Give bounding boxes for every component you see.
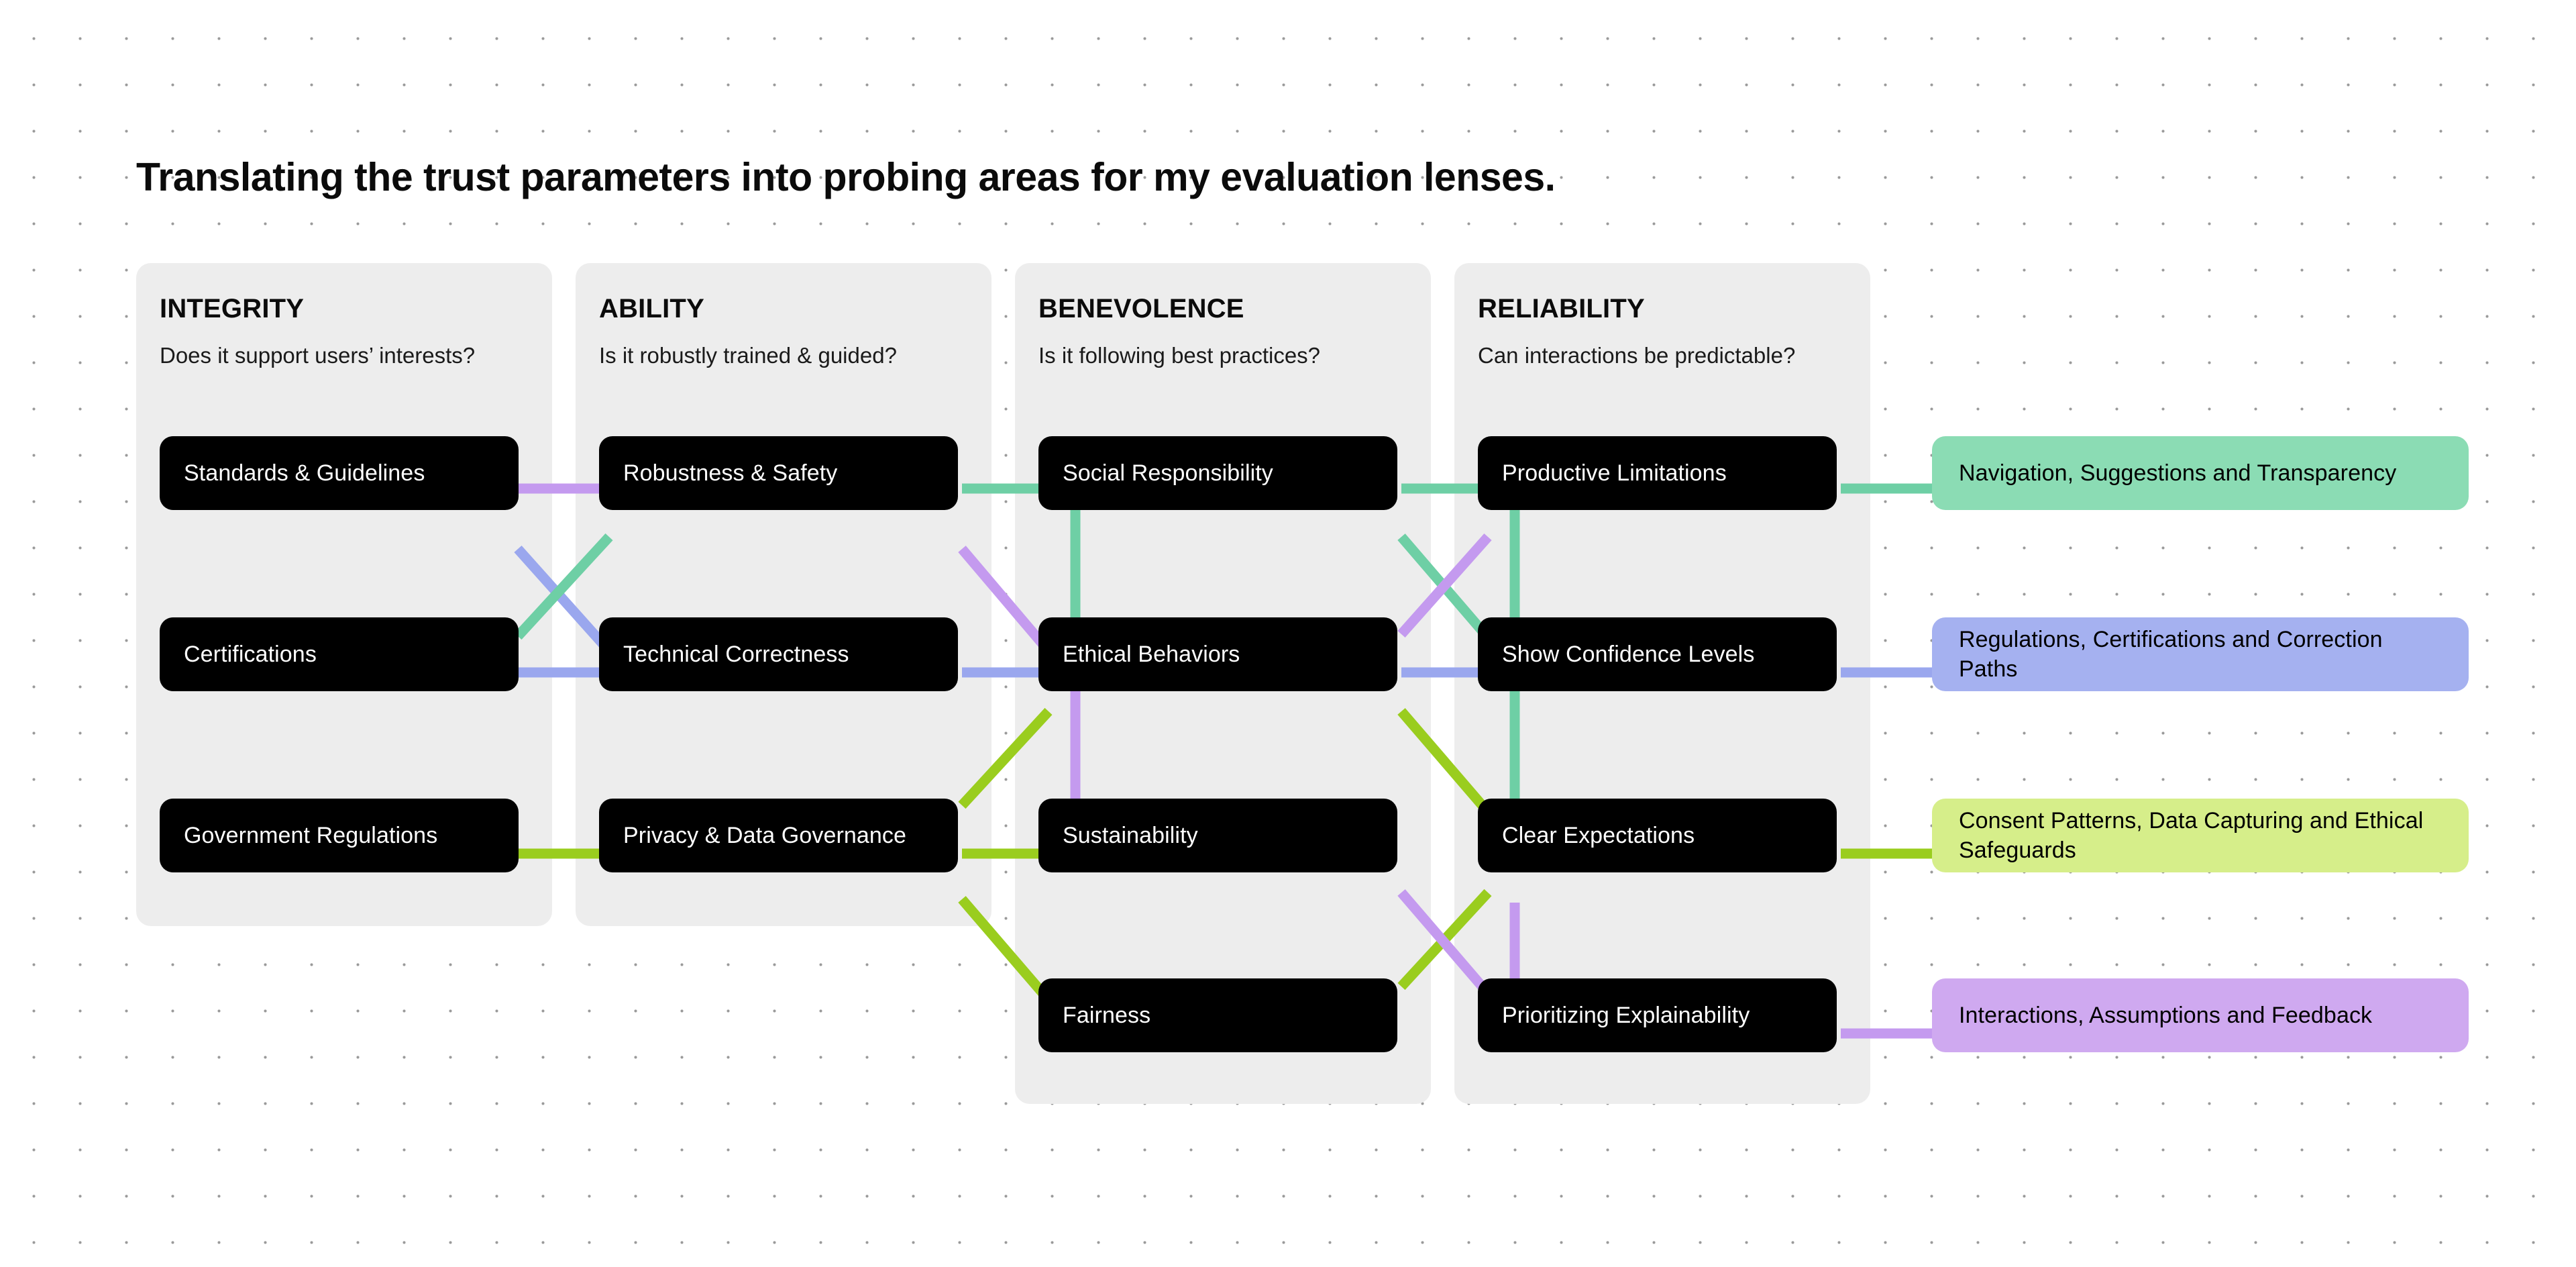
- node-label: Privacy & Data Governance: [623, 822, 907, 848]
- legend-chip-label: Consent Patterns, Data Capturing and Eth…: [1959, 807, 2424, 863]
- node-label: Productive Limitations: [1502, 460, 1727, 486]
- legend-chip-label: Navigation, Suggestions and Transparency: [1959, 460, 2397, 486]
- node-label: Government Regulations: [184, 822, 438, 848]
- node-label: Standards & Guidelines: [184, 460, 425, 486]
- node-label: Fairness: [1063, 1002, 1151, 1028]
- node-ethical-behaviors[interactable]: Ethical Behaviors: [1038, 617, 1397, 691]
- panel-title-ability: ABILITY: [599, 294, 704, 323]
- node-robustness-safety[interactable]: Robustness & Safety: [599, 436, 958, 510]
- node-label: Social Responsibility: [1063, 460, 1273, 486]
- node-standards-guidelines[interactable]: Standards & Guidelines: [160, 436, 519, 510]
- node-technical-correctness[interactable]: Technical Correctness: [599, 617, 958, 691]
- node-label: Certifications: [184, 641, 317, 667]
- node-label: Clear Expectations: [1502, 822, 1695, 848]
- legend-chip-label: Regulations, Certifications and Correcti…: [1959, 626, 2383, 682]
- legend-chip-interactions[interactable]: Interactions, Assumptions and Feedback: [1932, 978, 2469, 1052]
- panel-question-ability: Is it robustly trained & guided?: [599, 343, 897, 368]
- node-label: Technical Correctness: [623, 641, 849, 667]
- node-label: Prioritizing Explainability: [1502, 1002, 1750, 1028]
- node-sustainability[interactable]: Sustainability: [1038, 799, 1397, 872]
- panel-title-reliability: RELIABILITY: [1478, 294, 1645, 323]
- node-prioritizing-explainability[interactable]: Prioritizing Explainability: [1478, 978, 1837, 1052]
- node-label: Ethical Behaviors: [1063, 641, 1240, 667]
- node-privacy-data-governance[interactable]: Privacy & Data Governance: [599, 799, 958, 872]
- panel-question-benevolence: Is it following best practices?: [1038, 343, 1321, 368]
- node-social-responsibility[interactable]: Social Responsibility: [1038, 436, 1397, 510]
- legend-chip-navigation[interactable]: Navigation, Suggestions and Transparency: [1932, 436, 2469, 510]
- legend-chip-consent[interactable]: Consent Patterns, Data Capturing and Eth…: [1932, 799, 2469, 872]
- panel-question-reliability: Can interactions be predictable?: [1478, 343, 1796, 368]
- node-certifications[interactable]: Certifications: [160, 617, 519, 691]
- node-label: Sustainability: [1063, 822, 1198, 848]
- node-productive-limitations[interactable]: Productive Limitations: [1478, 436, 1837, 510]
- node-government-regulations[interactable]: Government Regulations: [160, 799, 519, 872]
- node-label: Robustness & Safety: [623, 460, 838, 486]
- legend-chip-label: Interactions, Assumptions and Feedback: [1959, 1002, 2373, 1028]
- panel-title-integrity: INTEGRITY: [160, 294, 305, 323]
- node-label: Show Confidence Levels: [1502, 641, 1755, 667]
- panel-title-benevolence: BENEVOLENCE: [1038, 294, 1244, 323]
- node-fairness[interactable]: Fairness: [1038, 978, 1397, 1052]
- page-title: Translating the trust parameters into pr…: [136, 155, 1556, 199]
- node-show-confidence-levels[interactable]: Show Confidence Levels: [1478, 617, 1837, 691]
- node-clear-expectations[interactable]: Clear Expectations: [1478, 799, 1837, 872]
- legend-chip-regulations[interactable]: Regulations, Certifications and Correcti…: [1932, 617, 2469, 691]
- panel-question-integrity: Does it support users’ interests?: [160, 343, 476, 368]
